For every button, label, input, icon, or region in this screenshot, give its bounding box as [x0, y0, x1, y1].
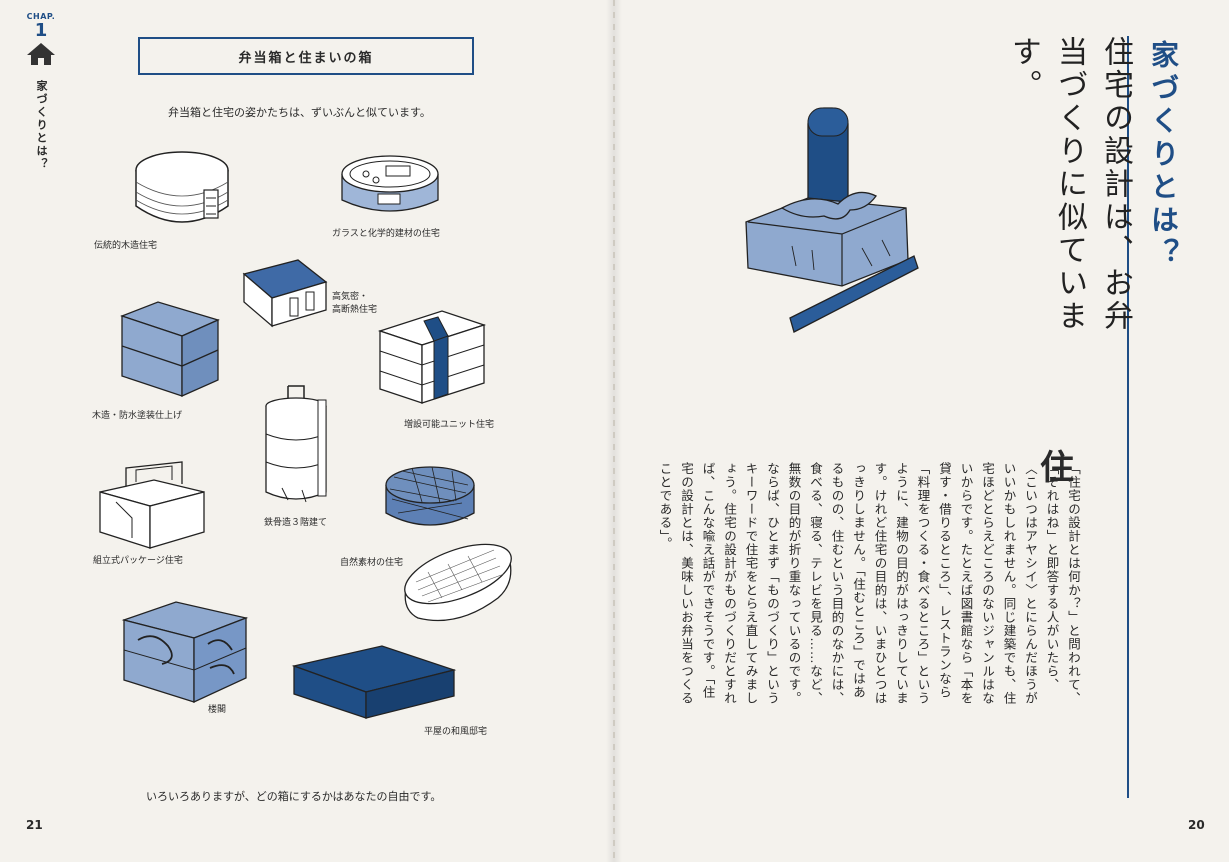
airtight-box-illustration: [242, 259, 328, 328]
page-number-left: 21: [26, 818, 43, 832]
glass-container-illustration: [341, 155, 439, 212]
chapter-number: 1: [34, 20, 48, 41]
left-page: CHAP. 1 家づくりとは？ 弁当箱と住まいの箱 弁当箱と住宅の姿かたちは、ず…: [0, 0, 614, 862]
flat-lacquer-box-illustration: [291, 645, 457, 719]
body-text: 「住宅の設計とは何か？」と問われて、「それはね」と即答する人がいたら、〈こいつは…: [657, 462, 1082, 705]
caption-airtight-line1: 高気密・: [332, 292, 369, 302]
page-number-right: 20: [1188, 818, 1205, 832]
dropcap-box: 住: [1040, 440, 1080, 500]
chapter-title-vertical: 家づくりとは？: [35, 80, 48, 171]
package-box-illustration: [99, 461, 205, 549]
caption-unit: 増設可能ユニット住宅: [404, 420, 495, 430]
stackable-unit-box-illustration: [377, 310, 487, 404]
caption-glass: ガラスと化学的建材の住宅: [332, 229, 440, 239]
oval-wooden-box-illustration: [135, 151, 229, 223]
footer-text: いろいろありますが、どの箱にするかはあなたの自由です。: [146, 790, 442, 803]
woven-oval-box-illustration: [404, 543, 512, 622]
chapter-heading: 家づくりとは？: [1147, 40, 1180, 271]
caption-wood: 木造・防水塗装仕上げ: [92, 411, 183, 421]
chapter-rule: [1127, 36, 1129, 798]
caption-airtight: 高気密・ 高断熱住宅: [332, 291, 377, 317]
chapter-marker: CHAP. 1: [24, 12, 58, 66]
bento-furoshiki-illustration: [745, 107, 919, 333]
chapter-label: CHAP.: [26, 12, 56, 21]
painted-wood-box-illustration: [120, 301, 220, 398]
binding-stitch: [613, 0, 615, 862]
caption-steel: 鉄骨造３階建て: [264, 518, 328, 528]
caption-tower: 楼閣: [208, 705, 227, 715]
caption-natural: 自然素材の住宅: [340, 558, 404, 568]
intro-text: 弁当箱と住宅の姿かたちは、ずいぶんと似ています。: [168, 106, 431, 119]
caption-traditional: 伝統的木造住宅: [94, 241, 158, 251]
steel-tiffin-illustration: [265, 385, 327, 503]
caption-flat: 平屋の和風邸宅: [424, 727, 488, 737]
tower-box-illustration: [121, 601, 249, 704]
caption-airtight-line2: 高断熱住宅: [332, 305, 378, 315]
section-title-box: 弁当箱と住まいの箱: [138, 37, 474, 75]
headline: 住宅の設計は、お弁当づくりに似ています。: [1006, 36, 1133, 333]
section-title: 弁当箱と住まいの箱: [238, 50, 374, 66]
dropcap-letter: 住: [1040, 448, 1074, 488]
woven-round-box-illustration: [385, 466, 475, 526]
caption-package: 組立式パッケージ住宅: [93, 556, 183, 566]
house-icon: [27, 43, 55, 65]
